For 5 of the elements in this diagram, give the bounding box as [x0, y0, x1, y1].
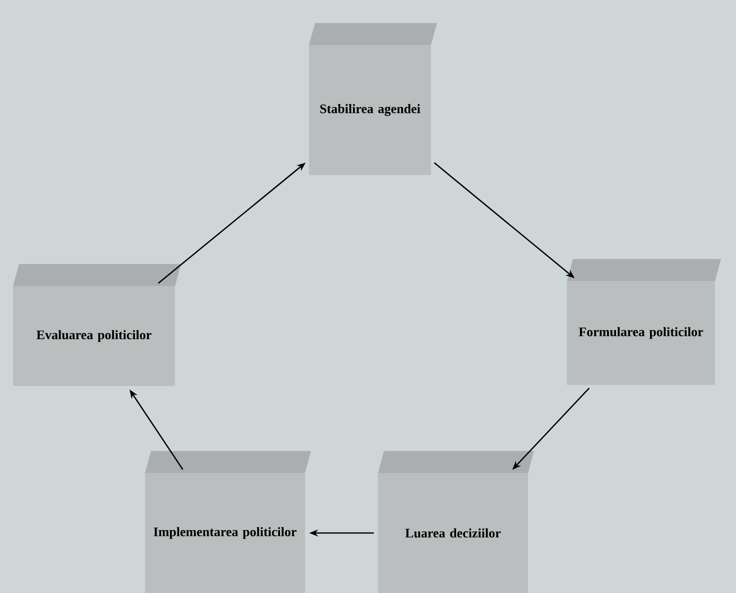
cube-box: Evaluarea politicilor — [13, 264, 181, 386]
cube-box: Stabilirea agendei — [309, 23, 437, 175]
cube-box: Formularea politicilor — [567, 259, 721, 385]
cube-box: Implementarea politicilor — [145, 451, 311, 593]
cube-box: Luarea deciziilor — [378, 451, 534, 593]
